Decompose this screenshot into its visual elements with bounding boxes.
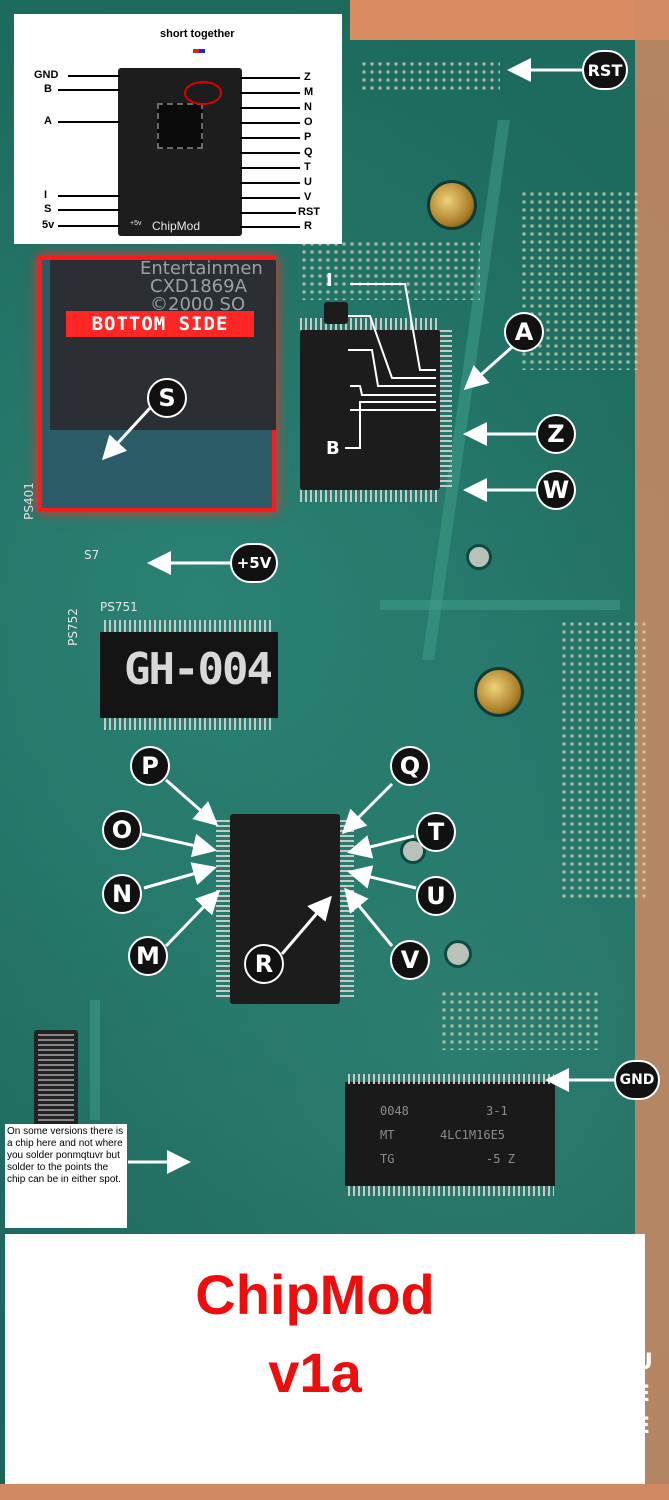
inset-pin-u: U	[304, 176, 312, 188]
inset-pin-p: P	[304, 131, 312, 143]
marker-p: P	[130, 746, 170, 786]
solder-pad	[320, 338, 348, 362]
gh-004-chip	[100, 632, 278, 718]
pad-row	[360, 60, 500, 90]
inset-pin-s: S	[44, 203, 52, 215]
inset-pin-b: B	[44, 83, 52, 95]
inset-pin-n: N	[304, 101, 312, 113]
marker-z: Z	[536, 414, 576, 454]
inset-pin-t: T	[304, 161, 311, 173]
marker-s: S	[147, 378, 187, 418]
pad-array	[560, 620, 650, 900]
marker-b: B	[326, 438, 340, 459]
inset-pin-rst: RST	[298, 206, 320, 218]
inset-pin-r: R	[304, 220, 312, 232]
via-hole	[466, 544, 492, 570]
inset-pin-a: A	[44, 115, 52, 127]
inset-pin-q: Q	[304, 146, 313, 158]
module-5v-label: +5v	[130, 220, 142, 227]
title-version: v1a	[268, 1341, 362, 1404]
marker-rst: RST	[582, 50, 628, 90]
inset-pin-v: V	[304, 191, 312, 203]
board-edge-top	[350, 0, 669, 40]
board-edge-bottom	[0, 1484, 669, 1500]
board-screw	[474, 667, 524, 717]
marker-n: N	[102, 874, 142, 914]
marker-q: Q	[390, 746, 430, 786]
silkscreen-s7: S7	[84, 548, 100, 562]
connector-pins	[38, 1034, 74, 1134]
solder-pad	[324, 302, 348, 324]
chip-pins	[104, 718, 274, 730]
ram-text-4: 4LC1M16E5	[440, 1128, 506, 1142]
title-panel	[5, 1234, 645, 1484]
ram-text-6: -5 Z	[486, 1152, 515, 1166]
inset-pin-o: O	[304, 116, 313, 128]
ram-text-2: 3-1	[486, 1104, 508, 1118]
ram-text-3: MT	[380, 1128, 395, 1142]
title-chipmod: ChipMod	[195, 1263, 435, 1326]
marker-r: R	[244, 944, 284, 984]
inset-pin-z: Z	[304, 71, 311, 83]
solder-pad	[320, 402, 350, 426]
marker-i: I	[326, 270, 333, 291]
inset-pin-m: M	[304, 86, 314, 98]
short-together-label: short together	[160, 28, 235, 40]
marker-plus5v: +5V	[230, 543, 278, 583]
via-hole	[444, 940, 472, 968]
marker-w: W	[536, 470, 576, 510]
inset-pin-5v: 5v	[42, 219, 55, 231]
short-pads-highlight	[184, 81, 222, 105]
pcb-trace	[380, 600, 620, 610]
marker-gnd: GND	[614, 1060, 660, 1100]
inset-pin-gnd: GND	[34, 69, 59, 81]
bottom-side-label: BOTTOM SIDE	[66, 311, 254, 337]
marker-o: O	[102, 810, 142, 850]
gh-004-label: GH-004	[124, 644, 273, 695]
chip-pins	[300, 490, 440, 502]
board-screw	[427, 180, 477, 230]
pad-array	[440, 990, 600, 1050]
module-chip	[157, 103, 203, 149]
marker-a: A	[504, 312, 544, 352]
pcb-trace	[90, 1000, 100, 1120]
chip-pins	[348, 1186, 554, 1196]
chip-pins	[216, 820, 230, 1000]
inset-pin-i: I	[44, 189, 48, 201]
bottom-chip-text-2: CXD1869A	[150, 276, 247, 297]
ram-text-1: 0048	[380, 1104, 409, 1118]
ram-chip	[345, 1082, 555, 1186]
solder-pad	[324, 372, 350, 396]
pad-array	[300, 240, 480, 300]
silkscreen-ps751: PS751	[100, 600, 138, 614]
short-jumper-icon	[193, 49, 205, 53]
chip-pins	[348, 1074, 554, 1084]
chip-location-note: On some versions there is a chip here an…	[5, 1124, 127, 1228]
bottom-chip-text-1: Entertainmen	[140, 258, 263, 279]
marker-m: M	[128, 936, 168, 976]
ram-text-5: TG	[380, 1152, 395, 1166]
chip-pins	[104, 620, 274, 632]
marker-v: V	[390, 940, 430, 980]
marker-t: T	[416, 812, 456, 852]
marker-u: U	[416, 876, 456, 916]
bottom-chip-text-3: ©2000 SO	[150, 294, 246, 315]
chipmod-module-label: ChipMod	[152, 219, 201, 233]
chip-pins	[440, 330, 452, 490]
